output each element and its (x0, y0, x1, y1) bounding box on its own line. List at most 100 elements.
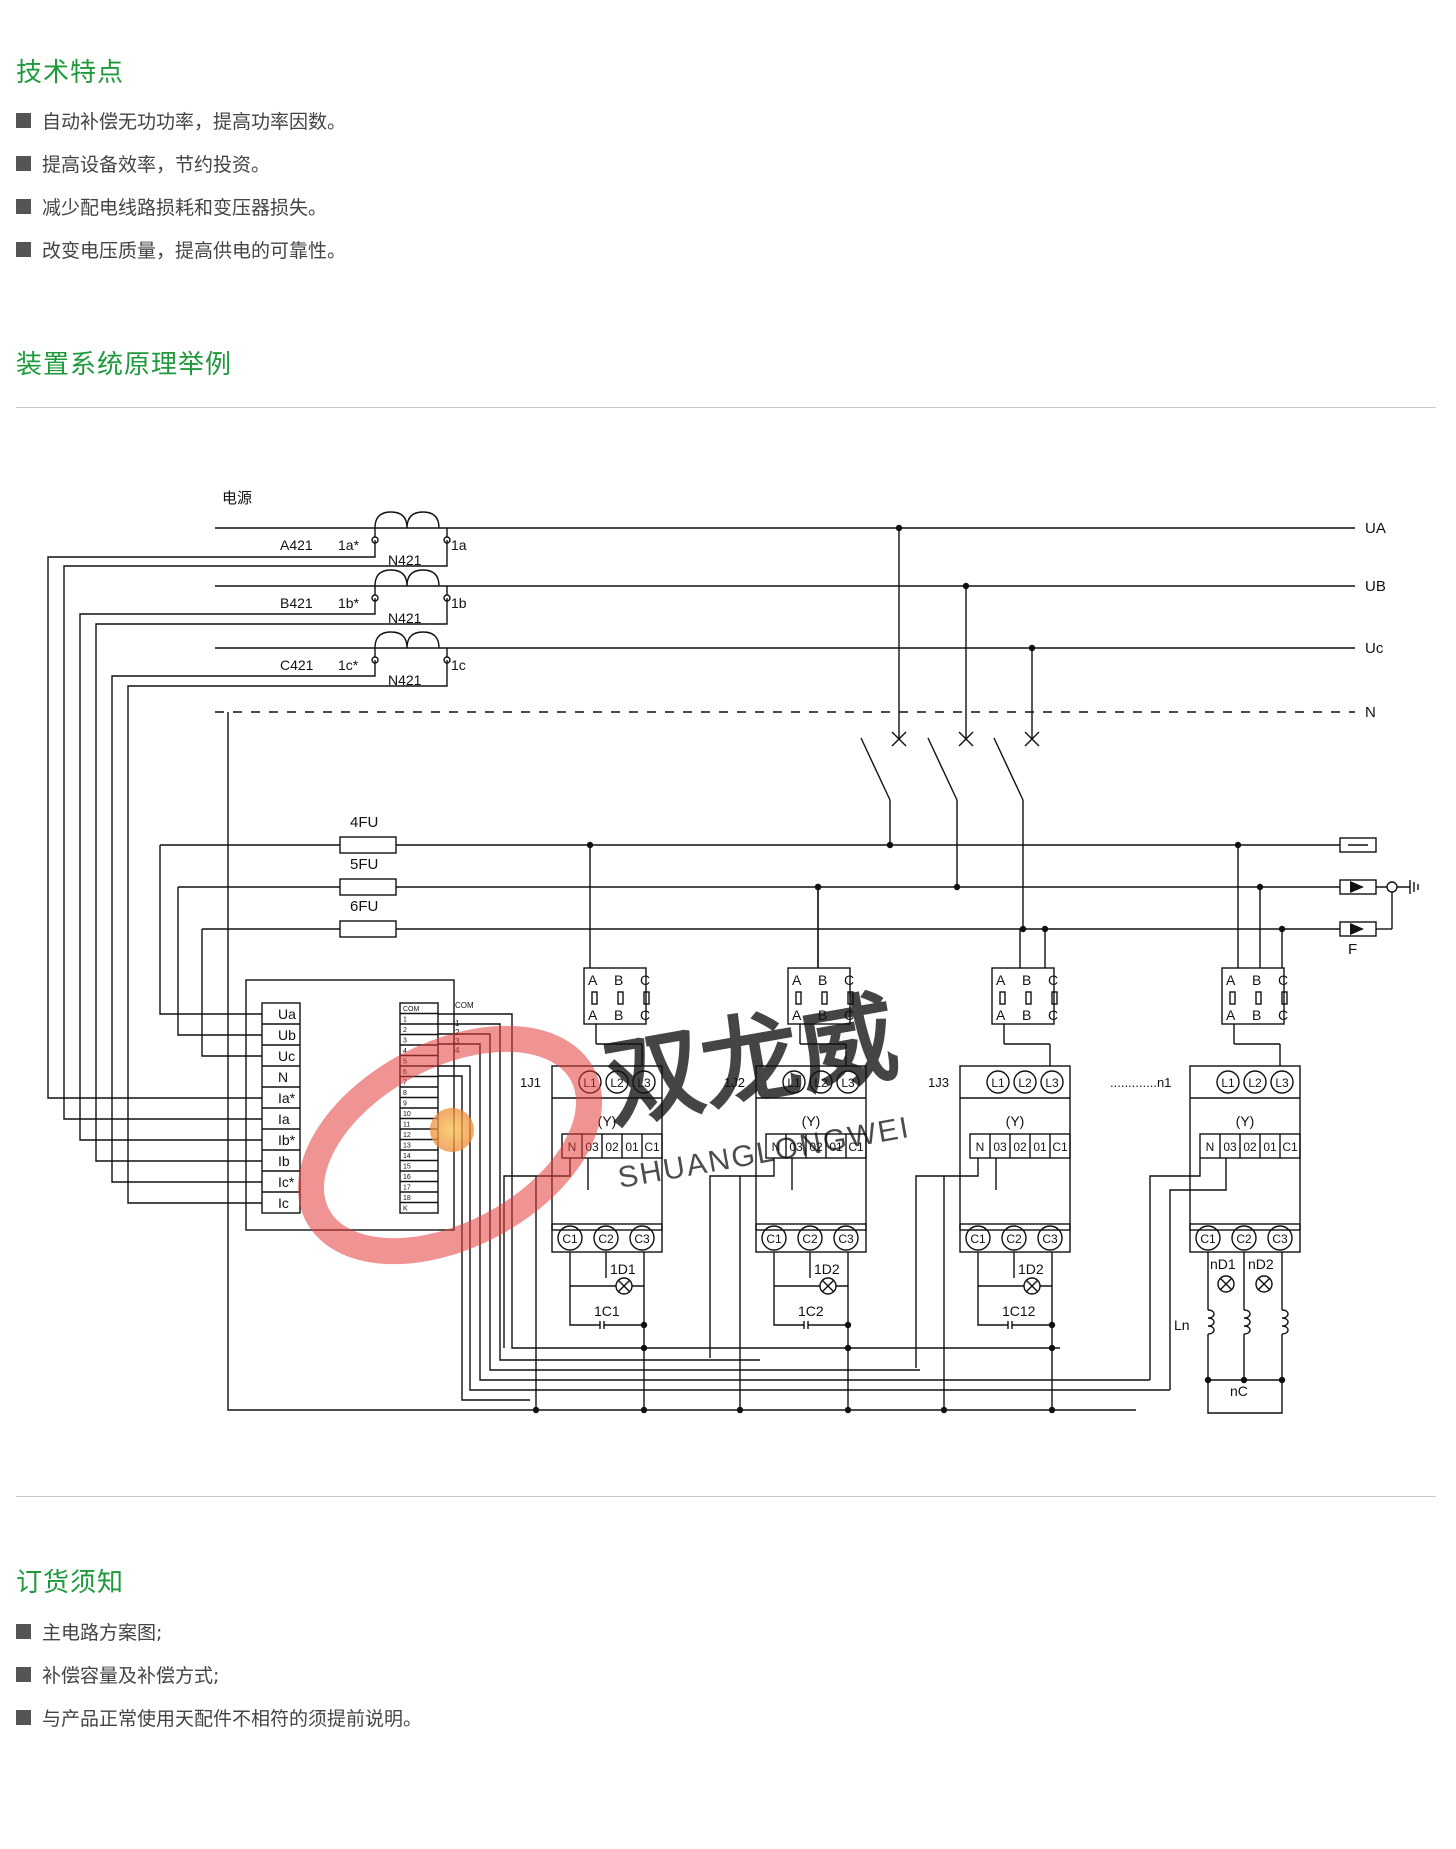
controller-output-label: 2 (403, 1027, 407, 1034)
fuse-element (643, 991, 650, 1005)
terminal-circle (1231, 1225, 1257, 1251)
terminal-label: C1 (1200, 1232, 1216, 1246)
coil-wire (1149, 1158, 1201, 1380)
coil-terminal-label: N (772, 1140, 781, 1154)
wire (958, 731, 974, 747)
controller-output-label: 16 (403, 1174, 411, 1181)
terminal-label: L3 (637, 1076, 651, 1090)
fuse-box-label: B (1022, 1007, 1031, 1023)
controller-input-label: Ia (278, 1111, 290, 1127)
fuse-box-label: A (792, 972, 802, 988)
fuse-box-label: C (844, 972, 854, 988)
ct-feed-wire (63, 540, 448, 1120)
ct-label: 1a (451, 537, 467, 553)
coil-terminal-label: C1 (644, 1140, 660, 1154)
com-pin-label: 1 (455, 1019, 460, 1028)
contactor-y-label: (Y) (802, 1113, 821, 1129)
coil-terminal-label: C1 (1282, 1140, 1298, 1154)
wire (891, 731, 907, 747)
fuse-box (583, 967, 647, 1025)
fuse-element (999, 991, 1006, 1005)
junction-dot (1048, 1406, 1056, 1414)
controller-output-label: 15 (403, 1164, 411, 1171)
ct-feed-wire (47, 540, 376, 1099)
contactor-y-label: (Y) (1236, 1113, 1255, 1129)
fuse-box-label: A (792, 1007, 802, 1023)
terminal-label: C2 (1236, 1232, 1252, 1246)
terminal-circle (1270, 1070, 1294, 1094)
coil-terminal-label: 02 (1013, 1140, 1027, 1154)
divider (16, 407, 1436, 408)
fuse-box-label: C (1048, 1007, 1058, 1023)
capacitor-wire (977, 1252, 1008, 1326)
capacitor-wire (773, 1252, 804, 1326)
junction-dot (886, 841, 894, 849)
capacitor-terminal-strip (959, 1223, 1071, 1253)
bus-label: N (1365, 704, 1376, 721)
controller-input-label: Ib* (278, 1132, 296, 1148)
ct-feed-wire (111, 660, 376, 1183)
wire (1257, 1277, 1271, 1291)
junction-dot (1204, 1376, 1212, 1384)
controller-output-label: 8 (403, 1090, 407, 1097)
wire (821, 1279, 835, 1293)
bus-label: UB (1365, 578, 1386, 595)
terminal-circle (761, 1225, 787, 1251)
current-transformer-coil (374, 569, 440, 587)
current-transformer-coil (374, 631, 440, 649)
capacitor-wire (1207, 1380, 1283, 1414)
fuse-label: 6FU (350, 898, 378, 915)
square-bullet-icon (16, 156, 31, 171)
controller-input-label: N (278, 1069, 288, 1085)
fuse-element (1025, 991, 1032, 1005)
coil-terminal-label: 03 (789, 1140, 803, 1154)
list-item: 补偿容量及补偿方式; (16, 1653, 422, 1696)
capacitor-wire (808, 1285, 849, 1326)
lamp-label: 1D2 (1018, 1261, 1044, 1277)
wire (993, 737, 1024, 801)
coil-terminal-label: 03 (1223, 1140, 1237, 1154)
square-bullet-icon (16, 199, 31, 214)
terminal-circle (1013, 1070, 1037, 1094)
fuse-element (1281, 991, 1288, 1005)
terminal-label: L3 (1045, 1076, 1059, 1090)
unit-name-label: .............n1 (1110, 1075, 1171, 1090)
coil-terminal-label: 01 (829, 1140, 843, 1154)
terminal-label: L1 (991, 1076, 1005, 1090)
capacitor-terminal-strip (1189, 1223, 1301, 1253)
coil-wire (709, 1158, 775, 1358)
terminal-circle (1037, 1225, 1063, 1251)
terminal-circle (557, 1225, 583, 1251)
terminal-label: C2 (802, 1232, 818, 1246)
ct-label: 1b (451, 595, 467, 611)
coil-terminal-label: 03 (993, 1140, 1007, 1154)
coil-terminal-label: N (976, 1140, 985, 1154)
coil-terminal-label: 01 (1263, 1140, 1277, 1154)
junction-dot (953, 883, 961, 891)
terminal-circle (1267, 1225, 1293, 1251)
fuse-element (821, 991, 828, 1005)
control-wire (438, 1013, 1060, 1349)
fuse-box-label: C (640, 1007, 650, 1023)
ct-label: N421 (388, 672, 422, 688)
coil-wire (915, 1158, 979, 1368)
ct-feed-wire (95, 598, 448, 1162)
coil-terminal-strip (969, 1133, 1071, 1159)
ct-label: 1c (451, 657, 466, 673)
terminal-circle (1001, 1225, 1027, 1251)
fuse-box-label: B (818, 1007, 827, 1023)
terminal-circle (1040, 1070, 1064, 1094)
watermark-sun (430, 1108, 474, 1152)
junction-dot (586, 841, 594, 849)
square-bullet-icon (16, 1667, 31, 1682)
features-list: 自动补偿无功功率，提高功率因数。 提高设备效率，节约投资。 减少配电线路损耗和变… (16, 99, 346, 271)
ct-label: N421 (388, 552, 422, 568)
terminal-label: C2 (598, 1232, 614, 1246)
reactor-coil (1207, 1309, 1215, 1335)
lamp-label: 1D2 (814, 1261, 840, 1277)
controller-output-label: 18 (403, 1195, 411, 1202)
terminal-circle (1243, 1070, 1267, 1094)
contactor-y-label: (Y) (1006, 1113, 1025, 1129)
terminal-circle (1195, 1225, 1221, 1251)
